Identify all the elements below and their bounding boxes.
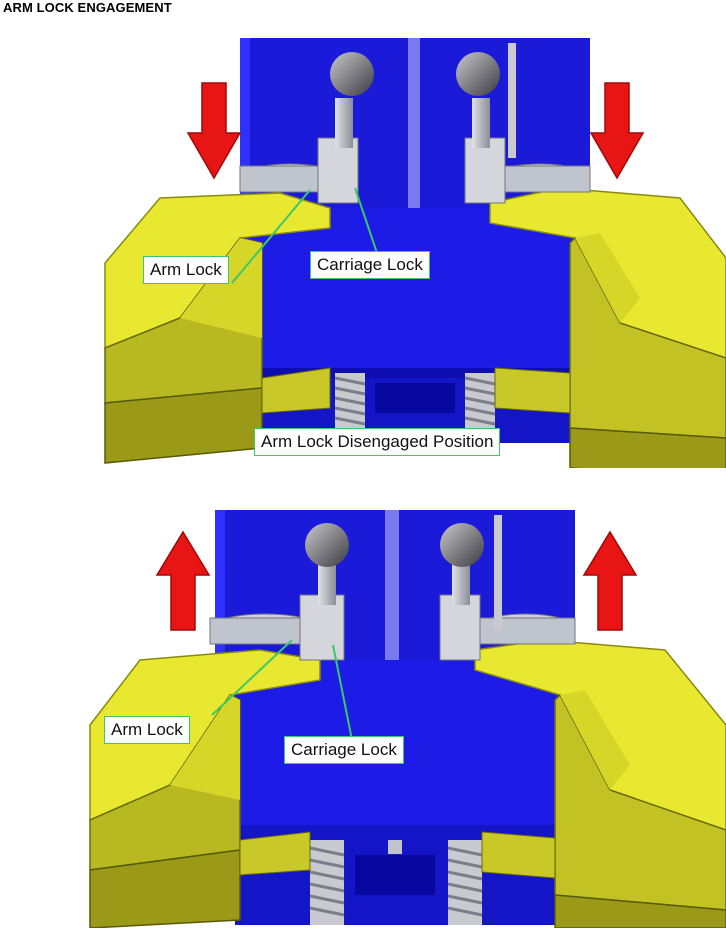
lift-arm-right — [474, 639, 726, 928]
lock-handle-knob-right — [440, 523, 484, 567]
column-divider — [385, 510, 399, 660]
label-carriage-lock: Carriage Lock — [284, 736, 404, 764]
lift-arm-left — [89, 649, 321, 928]
lock-handle-knob-left — [305, 523, 349, 567]
leader-line-arm-lock — [231, 189, 311, 284]
diagram-panel-engaged: Arm Lock Carriage Lock — [0, 510, 726, 928]
label-carriage-lock: Carriage Lock — [310, 251, 430, 279]
label-disengaged-position: Arm Lock Disengaged Position — [254, 428, 501, 456]
leader-line-carriage-lock — [332, 644, 353, 741]
arm-lock-right-assembly — [456, 43, 591, 204]
page-title: ARM LOCK ENGAGEMENT — [3, 0, 172, 15]
arm-lock-left-assembly — [239, 52, 374, 204]
label-arm-lock: Arm Lock — [143, 256, 229, 284]
label-arm-lock: Arm Lock — [104, 716, 190, 744]
lift-carriage-illustration-bottom — [89, 510, 726, 928]
lock-handle-knob-left — [330, 52, 374, 96]
column-divider — [408, 38, 420, 213]
arrow-down-right-icon — [589, 82, 645, 180]
leader-line-arm-lock — [211, 639, 293, 716]
lift-arm-right — [489, 187, 726, 468]
spring-right — [447, 840, 483, 925]
spring-left — [309, 840, 345, 925]
carriage-body — [232, 208, 602, 388]
lift-carriage-illustration-top — [104, 38, 726, 468]
spring-right — [464, 373, 496, 433]
arm-lock-left-assembly — [209, 523, 349, 661]
arrow-up-right-icon — [582, 530, 638, 631]
arm-lock-right-assembly — [439, 515, 576, 661]
lock-handle-knob-right — [456, 52, 500, 96]
leader-line-carriage-lock — [354, 187, 379, 257]
arrow-down-left-icon — [186, 82, 242, 180]
arrow-up-left-icon — [155, 530, 211, 631]
diagram-panel-disengaged: Arm Lock Carriage Lock Arm Lock Disengag… — [0, 38, 726, 468]
spring-left — [334, 373, 366, 433]
